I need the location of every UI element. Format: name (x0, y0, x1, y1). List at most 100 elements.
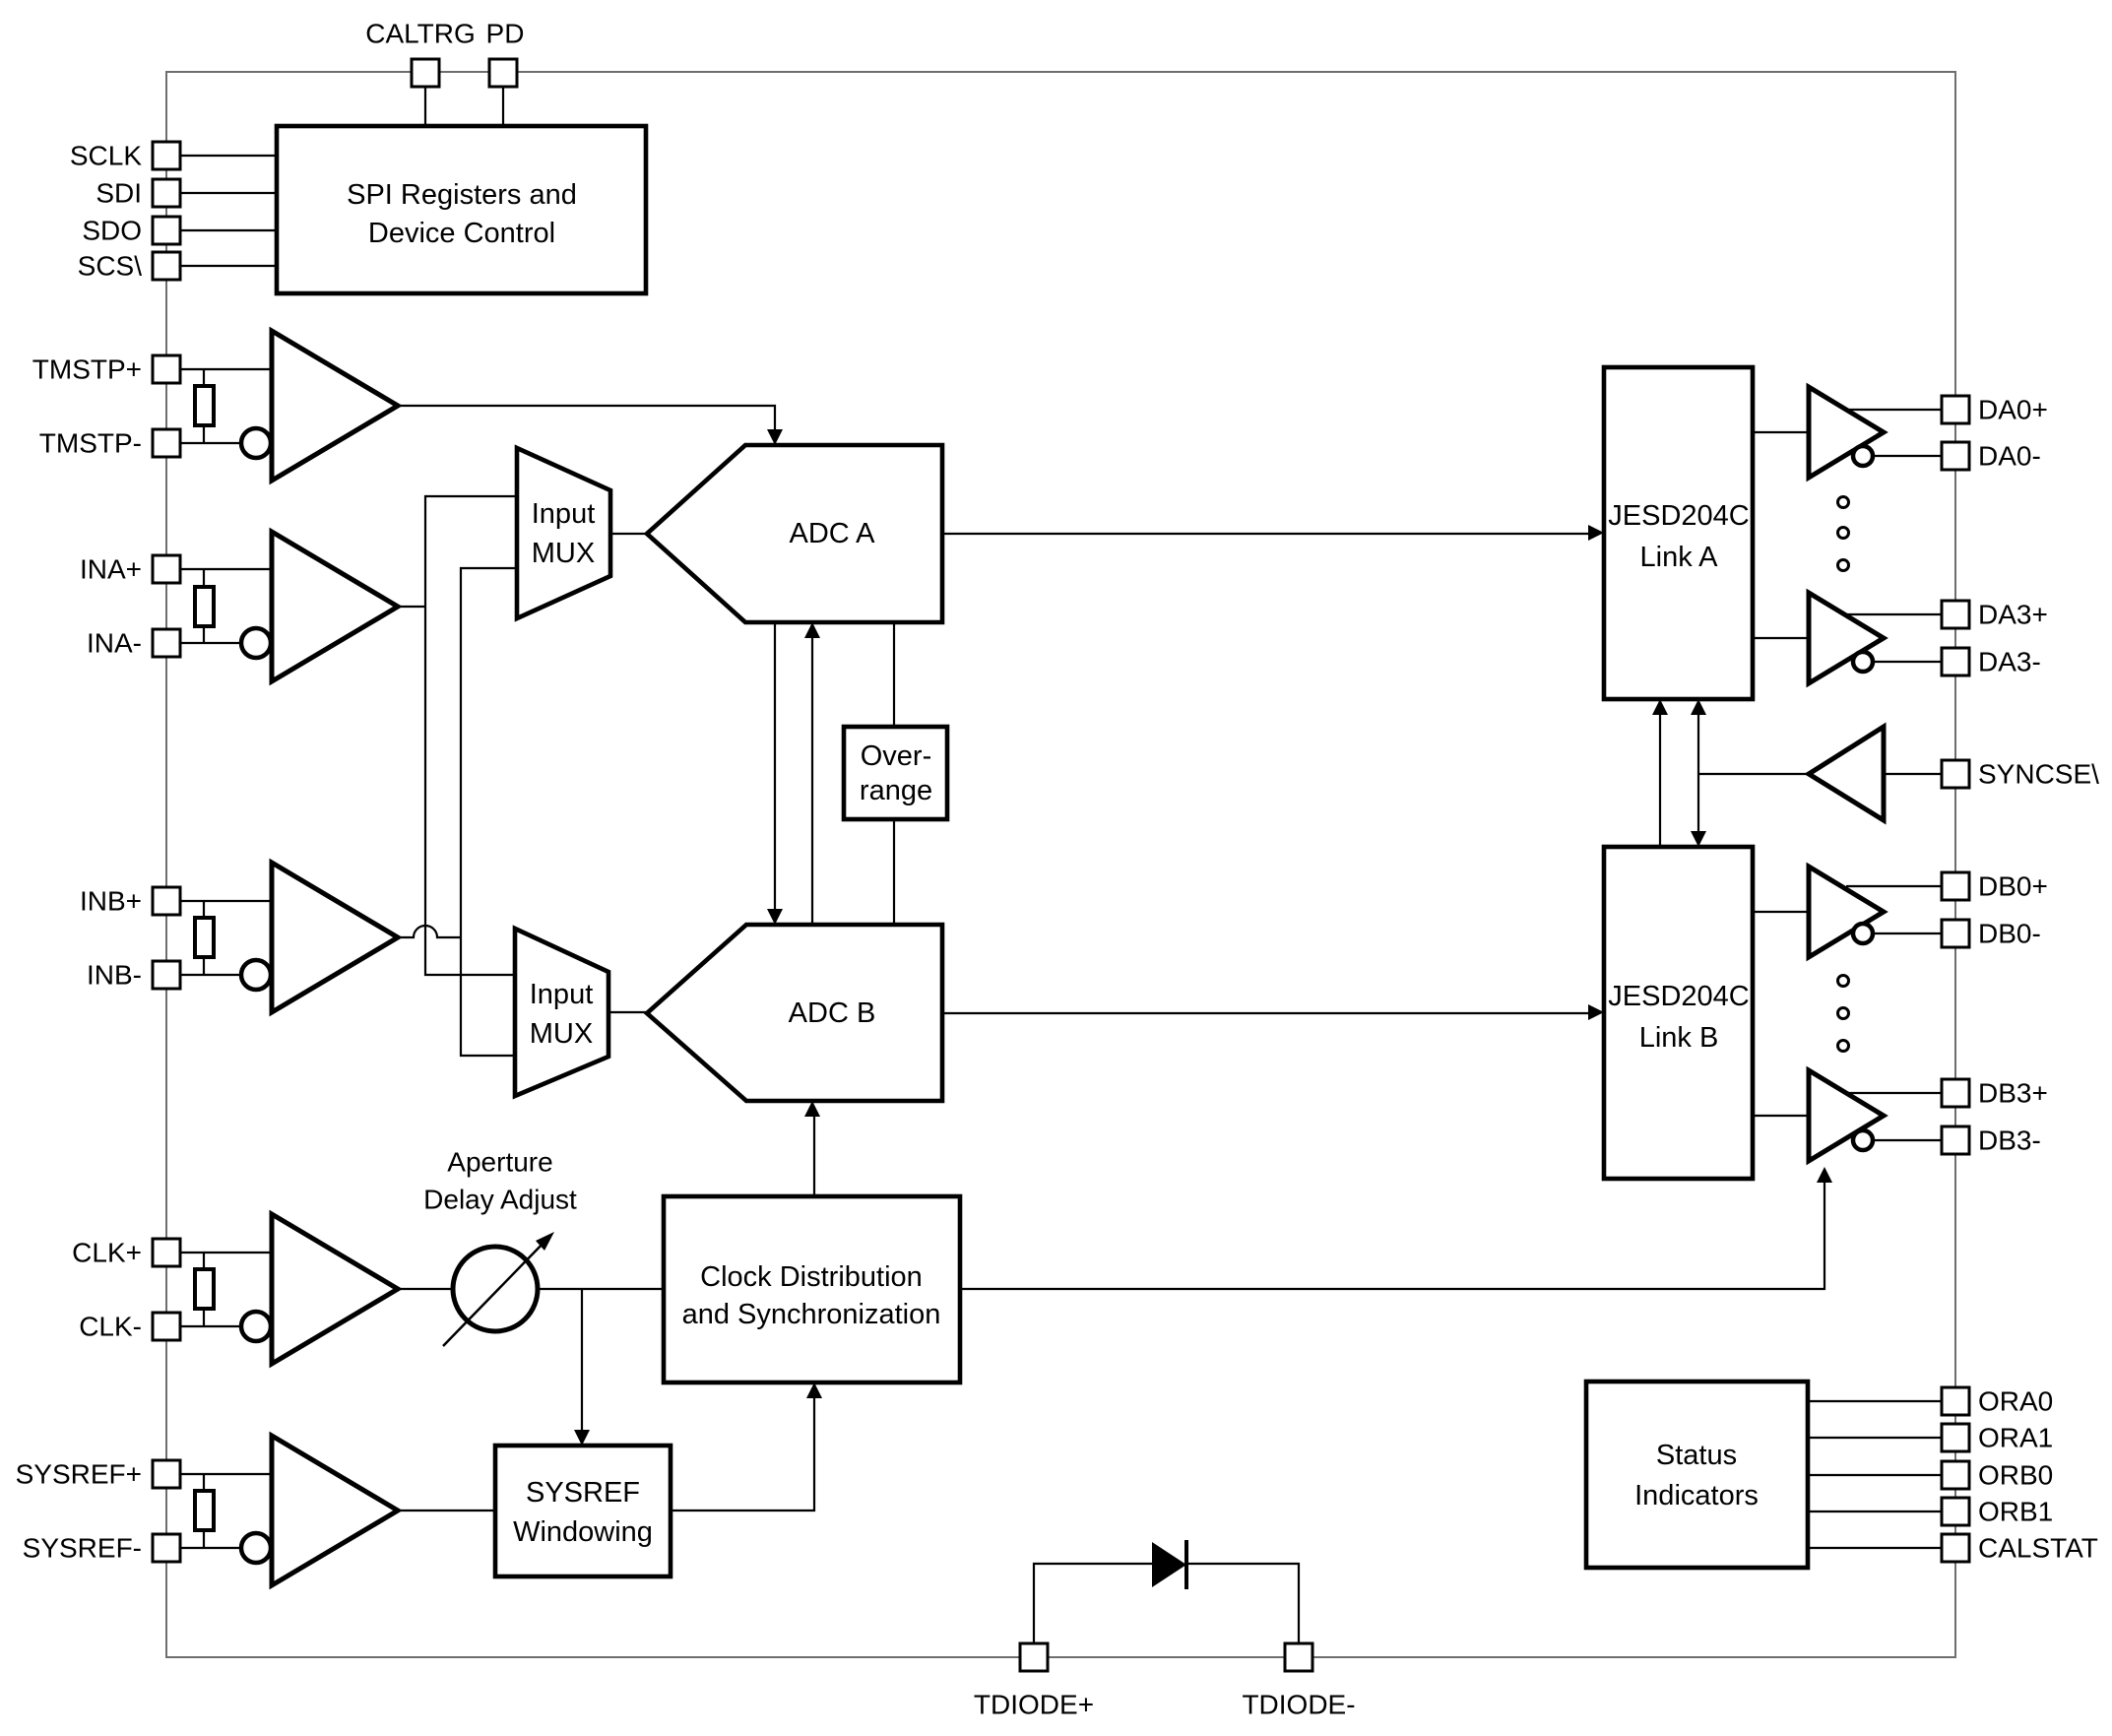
clock-wires (180, 1117, 1826, 1430)
overrange-label-2: range (860, 775, 932, 806)
pin-da3-plus (1940, 599, 1971, 630)
sysref-amp-triangle (269, 1431, 403, 1590)
label-db0-minus: DB0- (1978, 919, 2041, 949)
arrow-into-jesda-bottom-1 (1652, 699, 1668, 715)
arrow-clock-to-serdes (1817, 1167, 1832, 1183)
pin-ina-minus (151, 627, 182, 659)
da0-driver-invert-bubble (1850, 443, 1876, 469)
clock-distribution-block (661, 1193, 963, 1385)
label-syncse: SYNCSE\ (1978, 759, 2099, 790)
da3-driver-invert-bubble (1850, 649, 1876, 675)
input-mux-a-label-1: Input (532, 498, 596, 530)
pin-sdo (151, 215, 182, 246)
clock-distribution-label-2: and Synchronization (682, 1299, 941, 1330)
pin-da0-plus (1940, 394, 1971, 425)
arrow-into-adca-top (767, 429, 783, 445)
pin-da0-minus (1940, 440, 1971, 472)
pin-sclk (151, 140, 182, 171)
clk-amp-triangle (269, 1209, 403, 1369)
arrow-into-jesdb-left (1588, 1004, 1604, 1020)
pin-db0-minus (1940, 918, 1971, 949)
overrange-label-1: Over- (861, 740, 932, 772)
pin-caltrg (410, 57, 441, 89)
jesd-sync-wires (1658, 715, 1942, 847)
label-inb-plus: INB+ (80, 886, 142, 917)
pin-sysref-minus (151, 1532, 182, 1564)
label-pd: PD (486, 19, 525, 49)
pin-sysref-plus (151, 1458, 182, 1490)
label-tdiode-minus: TDIODE- (1242, 1690, 1355, 1720)
status-wires (1808, 1399, 1942, 1550)
pin-clk-minus (151, 1311, 182, 1342)
spi-registers-block (274, 123, 649, 296)
label-clk-minus: CLK- (79, 1312, 142, 1342)
aperture-label-2: Delay Adjust (423, 1185, 577, 1215)
aperture-label-1: Aperture (447, 1147, 552, 1178)
ina-termination-resistor (193, 585, 216, 628)
inb-amp-invert-bubble (238, 957, 274, 993)
jesd204c-link-a-label-1: JESD204C (1608, 500, 1749, 532)
db0-driver (1806, 862, 1888, 962)
label-ora1: ORA1 (1978, 1423, 2053, 1453)
label-da0-plus: DA0+ (1978, 395, 2048, 425)
aperture-delay-arrow-line (442, 1238, 548, 1347)
syncse-buffer (1804, 722, 1887, 825)
label-da0-minus: DA0- (1978, 441, 2041, 472)
spi-pin-wires (180, 87, 505, 268)
jesd204c-link-b-label-2: Link B (1639, 1022, 1719, 1054)
label-ora0: ORA0 (1978, 1386, 2053, 1417)
syncse-buffer-triangle (1804, 722, 1887, 825)
label-inb-minus: INB- (87, 960, 142, 991)
clk-amp (193, 1209, 403, 1369)
label-tmstp-plus: TMSTP+ (32, 354, 142, 385)
pin-db3-minus (1940, 1125, 1971, 1156)
tmstp-wires (180, 367, 777, 445)
pin-tdiode-minus (1283, 1641, 1314, 1673)
clk-amp-invert-bubble (238, 1309, 274, 1344)
db3-driver-invert-bubble (1850, 1127, 1876, 1153)
label-orb1: ORB1 (1978, 1497, 2053, 1527)
clock-distribution-label-1: Clock Distribution (700, 1261, 923, 1293)
spi-registers-label-2: Device Control (368, 218, 555, 249)
da0-driver-triangle (1806, 382, 1888, 482)
pin-inb-minus (151, 959, 182, 991)
inb-amp-triangle (269, 858, 403, 1017)
lane-b-dot-1 (1836, 974, 1850, 988)
pin-orb1 (1940, 1496, 1971, 1527)
overrange-block (841, 724, 950, 822)
jesd204c-link-b-block (1601, 844, 1756, 1182)
pin-pd (487, 57, 519, 89)
lane-a-dot-1 (1836, 495, 1850, 509)
label-sdi: SDI (96, 178, 142, 209)
pin-da3-minus (1940, 646, 1971, 677)
sysref-amp-invert-bubble (238, 1530, 274, 1566)
label-da3-minus: DA3- (1978, 647, 2041, 677)
label-db0-plus: DB0+ (1978, 871, 2048, 902)
arrow-into-sysref-win (574, 1430, 590, 1446)
input-mux-b-block (512, 925, 611, 1100)
label-db3-plus: DB3+ (1978, 1078, 2048, 1109)
label-orb0: ORB0 (1978, 1460, 2053, 1491)
pin-sdi (151, 177, 182, 209)
pin-ora1 (1940, 1422, 1971, 1453)
aperture-delay-adjust (442, 1232, 554, 1347)
inb-termination-resistor (193, 916, 216, 959)
serdes-wires (1753, 408, 1942, 1142)
mux-routing-wires (423, 494, 647, 1058)
status-indicators-label-2: Indicators (1634, 1480, 1759, 1511)
label-clk-plus: CLK+ (72, 1238, 142, 1268)
pin-orb0 (1940, 1459, 1971, 1491)
pin-tmstp-plus (151, 354, 182, 385)
adc-a-label: ADC A (789, 518, 875, 549)
spi-registers-label-1: SPI Registers and (347, 179, 577, 211)
label-sysref-plus: SYSREF+ (16, 1459, 142, 1490)
pin-tdiode-plus (1018, 1641, 1050, 1673)
sysref-windowing-block (492, 1443, 673, 1579)
arrow-into-adcb-bottom (804, 1101, 820, 1117)
ina-amp-triangle (269, 527, 403, 686)
label-sclk: SCLK (70, 141, 142, 171)
ina-amp-invert-bubble (238, 625, 274, 661)
arrow-into-clock-bottom (806, 1382, 822, 1398)
pin-db0-plus (1940, 870, 1971, 902)
